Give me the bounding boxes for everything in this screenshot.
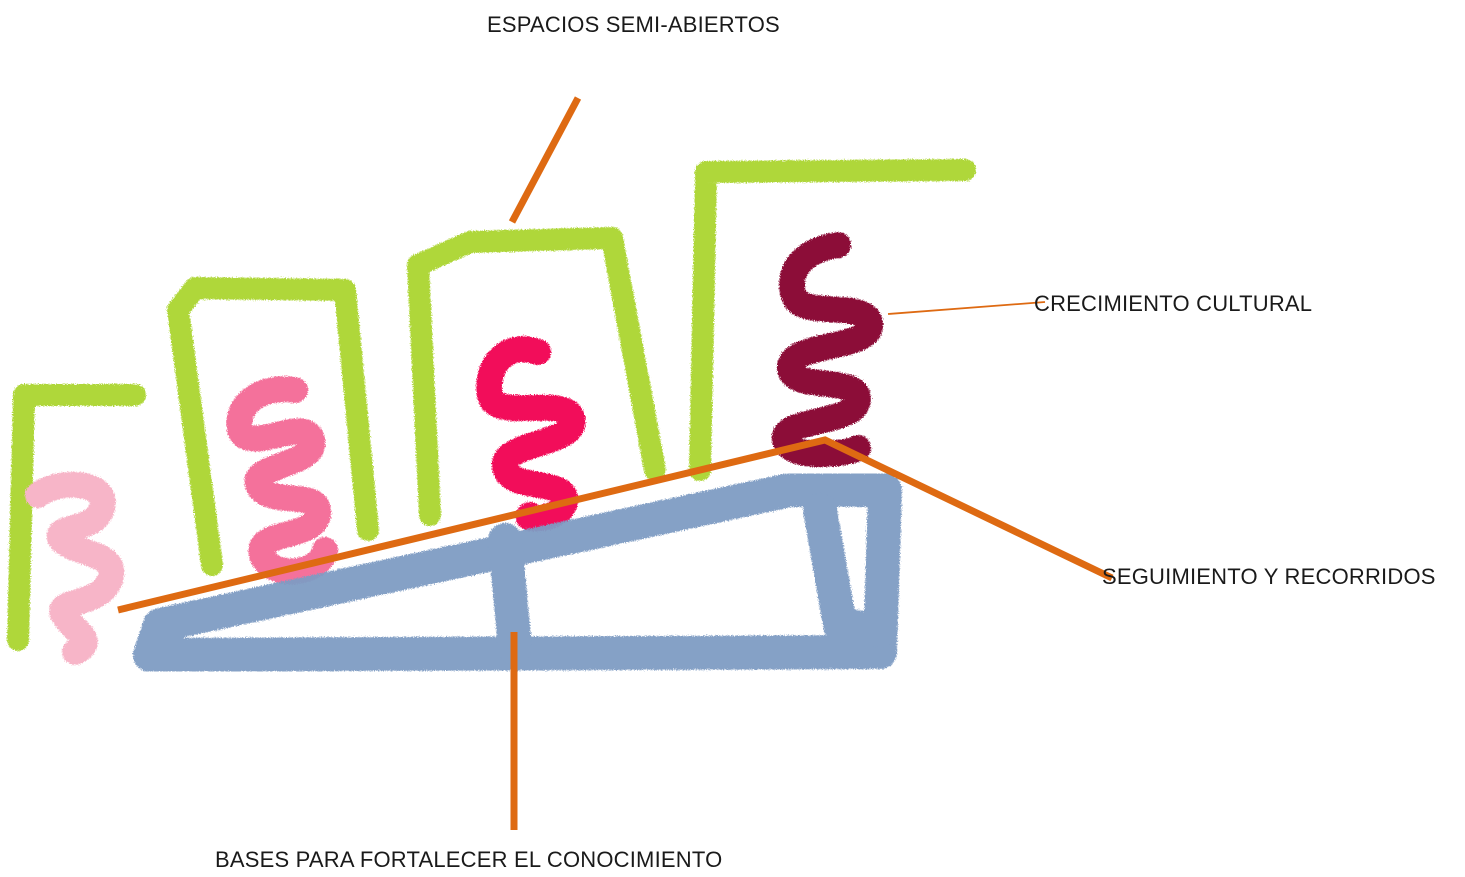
leader-seguimiento xyxy=(117,436,1114,614)
leader-crecimiento xyxy=(887,301,1046,315)
base-outline xyxy=(133,473,902,672)
spiral-2 xyxy=(226,376,338,585)
leader-lines xyxy=(117,96,1114,830)
knowledge-base xyxy=(133,473,902,672)
leader-espacios xyxy=(508,96,582,224)
label-crecimiento-cultural: CRECIMIENTO CULTURAL xyxy=(1034,291,1313,316)
base-post-left xyxy=(488,523,532,665)
frame-1 xyxy=(7,384,146,651)
cultural-growth-spirals xyxy=(25,232,883,665)
spiral-4 xyxy=(772,232,883,468)
frame-3 xyxy=(407,227,666,526)
label-seguimiento-y-recorridos: SEGUIMIENTO Y RECORRIDOS xyxy=(1102,564,1436,589)
spiral-3 xyxy=(476,336,586,532)
frame-2 xyxy=(167,277,379,576)
base-block-right xyxy=(803,493,897,647)
frame-4 xyxy=(689,159,976,481)
spiral-1 xyxy=(25,471,125,665)
label-espacios-semi-abiertos: ESPACIOS SEMI-ABIERTOS xyxy=(487,12,780,37)
label-bases-para-fortalecer: BASES PARA FORTALECER EL CONOCIMIENTO xyxy=(215,847,723,872)
semi-open-space-frames xyxy=(7,159,976,651)
